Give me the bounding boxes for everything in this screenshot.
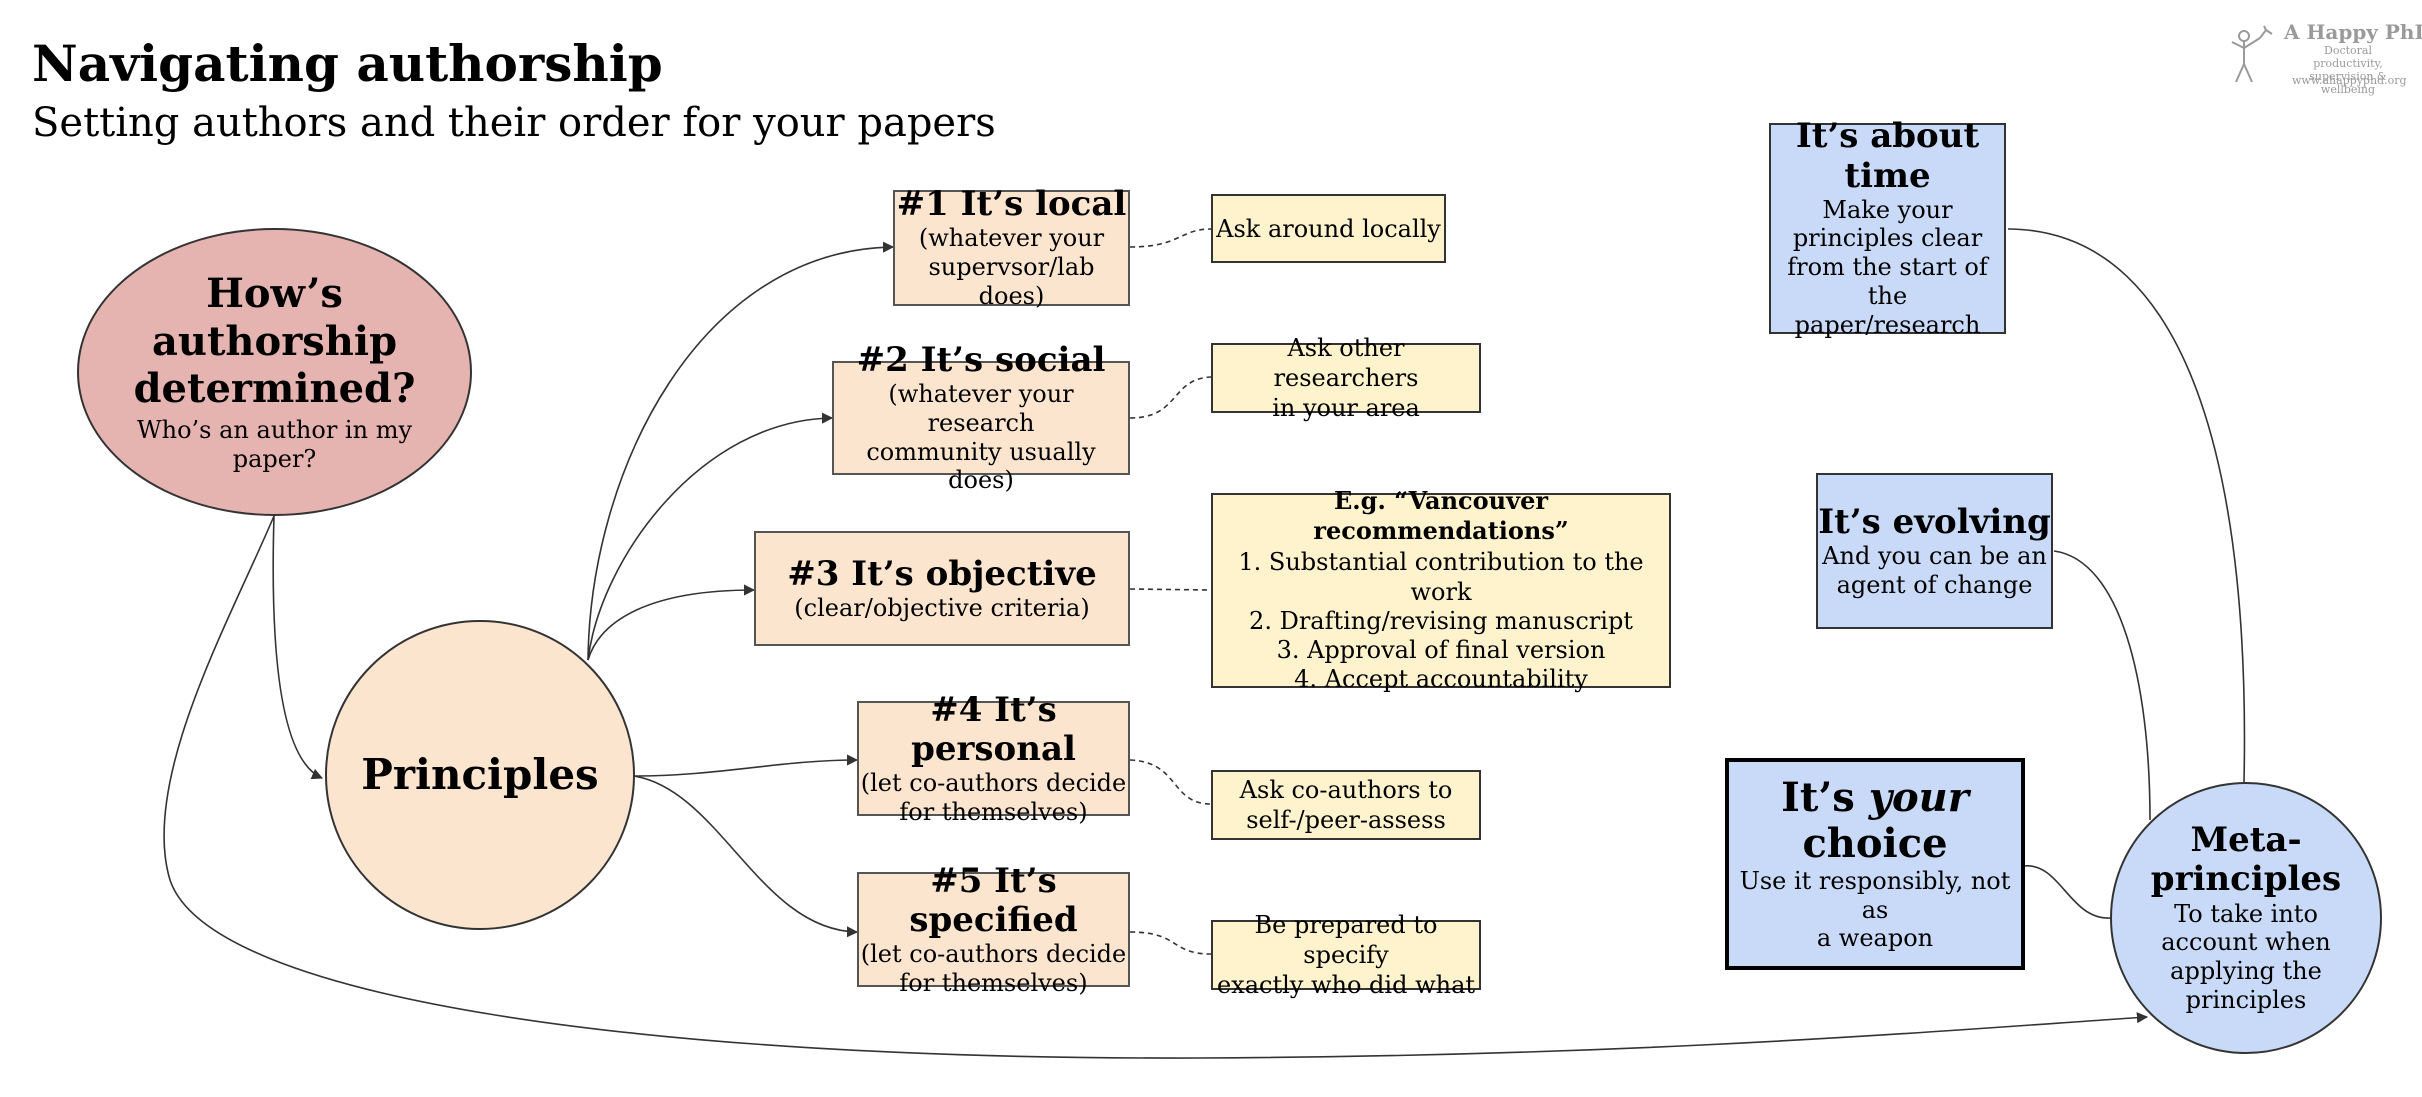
- logo-tagline-line2: supervision & wellbeing: [2309, 70, 2387, 96]
- logo-tagline: Doctoral productivity, supervision & wel…: [2288, 44, 2408, 96]
- principle-desc-line1: (let co-authors decide: [860, 768, 1127, 797]
- tip-text-line2: self-/peer-assess: [1246, 806, 1446, 834]
- vancouver-list: 1. Substantial contribution to the work …: [1213, 548, 1669, 694]
- meta-title-line2: principles: [2150, 859, 2342, 900]
- dashed-link-local: [1129, 228, 1212, 248]
- question-title-line2: authorship: [151, 317, 398, 365]
- meta-desc-line4: principles: [2185, 985, 2307, 1014]
- principle-box-local: #1 It’s local (whatever your supervsor/l…: [893, 185, 1130, 310]
- page-subtitle: Setting authors and their order for your…: [32, 100, 996, 146]
- meta-time-desc-line2: principles clear: [1792, 224, 1983, 253]
- logo: A Happy PhD Doctoral productivity, super…: [2226, 18, 2422, 96]
- question-ellipse: How’s authorship determined? Who’s an au…: [77, 228, 472, 516]
- logo-name: A Happy PhD: [2284, 20, 2422, 44]
- vancouver-title: E.g. “Vancouver recommendations”: [1313, 486, 1569, 546]
- connector-principle-4: [633, 754, 859, 777]
- vancouver-item: 3. Approval of final version: [1276, 636, 1606, 665]
- meta-desc-line1: To take into: [2174, 899, 2318, 928]
- dashed-link-objective: [1129, 588, 1212, 591]
- meta-choice-title-pre: It’s: [1781, 773, 1869, 821]
- connector-meta-time: [2007, 228, 2246, 783]
- meta-choice-desc-line2: a weapon: [1816, 924, 1934, 953]
- connector-principle-3: [587, 584, 756, 661]
- principle-desc-line1: (let co-authors decide: [860, 939, 1127, 968]
- meta-choice-desc-line1: Use it responsibly, not as: [1739, 866, 2011, 924]
- connector-principle-2: [587, 412, 834, 661]
- principle-desc-line1: (whatever your: [918, 224, 1105, 253]
- meta-time-desc-line4: paper/research: [1794, 310, 1981, 339]
- tip-box-personal: Ask co-authors to self-/peer-assess: [1211, 770, 1481, 840]
- meta-choice-title-line2: choice: [1802, 819, 1948, 867]
- connector-meta-choice: [2023, 865, 2111, 919]
- connector-principle-1: [587, 241, 895, 661]
- principle-desc-line2: for themselves): [899, 968, 1088, 997]
- stick-figure-icon: [2231, 25, 2273, 83]
- principle-box-specified: #5 It’s specified (let co-authors decide…: [857, 861, 1130, 997]
- principle-desc-line1: (clear/objective criteria): [794, 593, 1090, 622]
- vancouver-item: 4. Accept accountability: [1294, 665, 1588, 694]
- principle-title: #1 It’s local: [896, 184, 1127, 225]
- meta-evolving-desc-line1: And you can be an: [1822, 541, 2047, 570]
- logo-tagline-line1: Doctoral productivity,: [2313, 44, 2383, 70]
- principle-title: #2 It’s social: [856, 339, 1106, 380]
- question-sub-line1: Who’s an author in my: [136, 415, 413, 444]
- tip-text-line2: exactly who did what: [1216, 971, 1476, 999]
- meta-box-time: It’s about time Make your principles cle…: [1769, 117, 2006, 339]
- tip-text-line1: Ask co-authors to: [1239, 776, 1453, 804]
- principle-desc-line1: (whatever your research: [888, 379, 1074, 437]
- principles-label: Principles: [361, 749, 599, 799]
- meta-box-choice: It’s your choice Use it responsibly, not…: [1725, 758, 2025, 970]
- tip-text-line1: Ask other researchers: [1273, 334, 1419, 392]
- principle-box-personal: #4 It’s personal (let co-authors decide …: [857, 690, 1130, 826]
- meta-evolving-title: It’s evolving: [1818, 501, 2051, 542]
- tip-text-line1: Be prepared to specify: [1254, 911, 1438, 969]
- principle-desc-line2: for themselves): [899, 797, 1088, 826]
- question-title-line3: determined?: [133, 364, 416, 412]
- connector-question-meta: [163, 515, 2149, 1059]
- principle-title: #5 It’s specified: [909, 860, 1078, 940]
- connector-principle-5: [633, 775, 859, 938]
- dashed-link-specified: [1129, 931, 1212, 955]
- meta-title-line1: Meta-: [2190, 820, 2302, 861]
- principle-box-social: #2 It’s social (whatever your research c…: [832, 340, 1130, 494]
- principle-box-objective: #3 It’s objective (clear/objective crite…: [754, 531, 1130, 646]
- question-title-line1: How’s: [206, 270, 343, 318]
- meta-principles-circle: Meta- principles To take into account wh…: [2110, 782, 2382, 1054]
- vancouver-item: 2. Drafting/revising manuscript: [1249, 606, 1633, 635]
- principles-circle: Principles: [325, 620, 635, 930]
- meta-time-desc-line1: Make your: [1822, 195, 1953, 224]
- principle-title: #3 It’s objective: [787, 553, 1097, 594]
- tip-box-local: Ask around locally: [1211, 194, 1446, 263]
- dashed-link-personal: [1129, 759, 1212, 805]
- tip-text: Ask around locally: [1216, 214, 1441, 243]
- tip-box-social: Ask other researchers in your area: [1211, 334, 1481, 422]
- meta-choice-title-em: your: [1868, 773, 1969, 821]
- principle-title: #4 It’s personal: [911, 689, 1076, 769]
- tip-text-line2: in your area: [1272, 394, 1420, 422]
- tip-box-specified: Be prepared to specify exactly who did w…: [1211, 911, 1481, 999]
- page-title: Navigating authorship: [32, 34, 663, 93]
- meta-time-desc-line3: from the start of the: [1787, 253, 1988, 310]
- connector-question-principles: [272, 515, 324, 780]
- dashed-link-social: [1129, 376, 1212, 419]
- vancouver-box: E.g. “Vancouver recommendations” 1. Subs…: [1211, 486, 1671, 693]
- meta-box-evolving: It’s evolving And you can be an agent of…: [1816, 473, 2053, 629]
- meta-desc-line3: applying the: [2170, 957, 2322, 986]
- principle-desc-line2: supervsor/lab does): [928, 253, 1095, 310]
- principle-desc-line2: community usually does): [866, 437, 1096, 495]
- question-sub-line2: paper?: [232, 444, 317, 473]
- vancouver-item: 1. Substantial contribution to the work: [1238, 548, 1644, 606]
- meta-time-title-line1: It’s about: [1795, 116, 1980, 157]
- connector-meta-evolving: [2053, 550, 2151, 821]
- meta-evolving-desc-line2: agent of change: [1836, 570, 2033, 599]
- logo-url: www.ahappyphd.org: [2292, 74, 2407, 87]
- meta-time-title-line2: time: [1844, 155, 1931, 196]
- meta-desc-line2: account when: [2161, 928, 2331, 957]
